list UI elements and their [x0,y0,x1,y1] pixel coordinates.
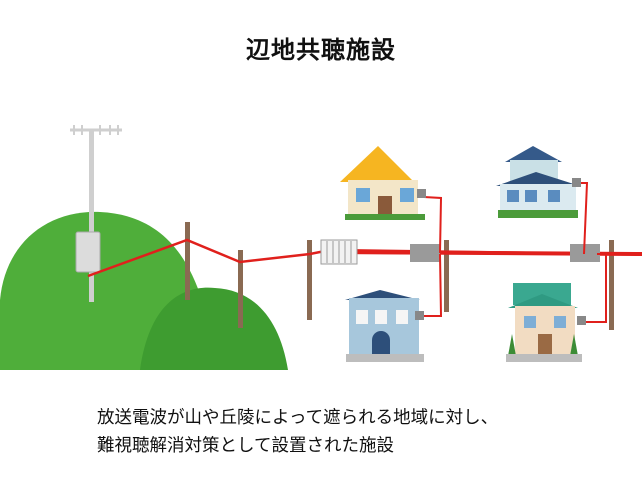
hill-small [140,287,288,370]
caption-line-1: 放送電波が山や丘陵によって遮られる地域に対し、 [97,408,499,428]
caption: 放送電波が山や丘陵によって遮られる地域に対し、 難視聴解消対策として設置された施… [97,404,498,460]
house-icon [340,146,426,220]
caption-line-2: 難視聴解消対策として設置された施設 [97,436,394,456]
house-icon [506,283,586,362]
tap-box-icon [410,244,440,262]
utility-pole-icon [185,222,614,330]
house-icon [345,290,424,362]
house-icon [496,146,581,218]
antenna-icon [70,125,122,302]
page-title: 辺地共聴施設 [246,36,396,64]
amplifier-icon [320,239,358,265]
